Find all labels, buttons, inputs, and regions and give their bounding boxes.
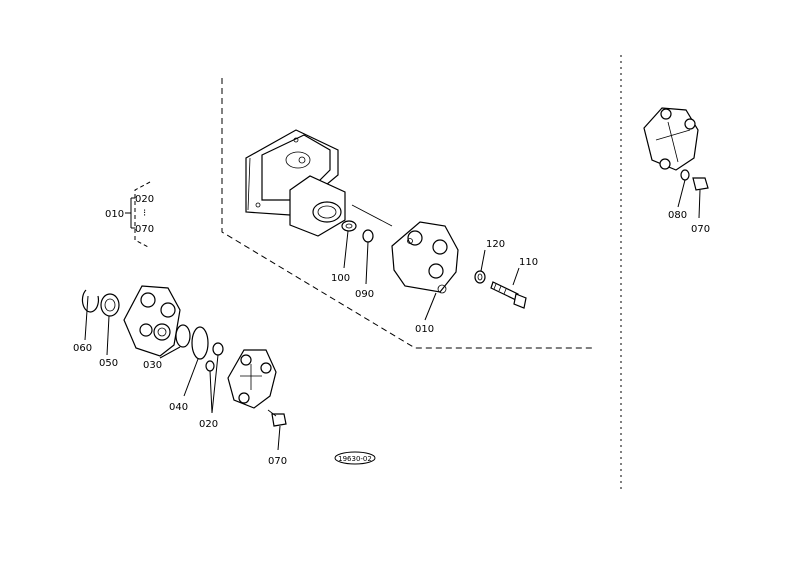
o-ring-020-b [205, 360, 215, 372]
label-060: 060 [73, 343, 92, 354]
assembly-range-bracket [125, 197, 135, 229]
range-070-label: 070 [135, 224, 154, 235]
pump-cover-lower [227, 349, 277, 409]
label-020: 020 [199, 419, 218, 430]
pump-cover-detail [643, 107, 699, 171]
label-040: 040 [169, 402, 188, 413]
pump-body-lower [123, 285, 181, 357]
dashed-boundaries [134, 55, 622, 490]
label-050: 050 [99, 358, 118, 369]
snap-ring-060 [81, 289, 100, 313]
label-030: 030 [143, 360, 162, 371]
o-ring-020-a [212, 342, 224, 356]
oil-seal-050 [100, 293, 120, 317]
o-ring-090 [362, 229, 374, 243]
bolt-110 [490, 281, 527, 309]
bolt-070-right [692, 177, 709, 191]
range-separator: ⁝ [143, 208, 146, 219]
gasket-040 [191, 326, 209, 360]
leader-lines [84, 179, 701, 451]
washer-120 [474, 270, 486, 284]
range-020-label: 020 [135, 194, 154, 205]
pump-cover-upper [351, 204, 459, 294]
bolt-070-lower [267, 409, 287, 427]
label-110: 110 [519, 257, 538, 268]
drawing-number-stamp: 19630-02 [334, 451, 376, 465]
stamp-text: 19630-02 [338, 455, 372, 463]
label-100: 100 [331, 273, 350, 284]
label-120: 120 [486, 239, 505, 250]
label-090: 090 [355, 289, 374, 300]
main-pump-housing [245, 129, 346, 237]
label-070-right: 070 [691, 224, 710, 235]
label-070-bottom: 070 [268, 456, 287, 467]
spacer-100 [341, 220, 357, 232]
label-010: 010 [415, 324, 434, 335]
washer-080 [680, 169, 690, 181]
label-080: 080 [668, 210, 687, 221]
assembly-010-label: 010 [105, 209, 124, 220]
o-ring-030 [175, 324, 191, 348]
